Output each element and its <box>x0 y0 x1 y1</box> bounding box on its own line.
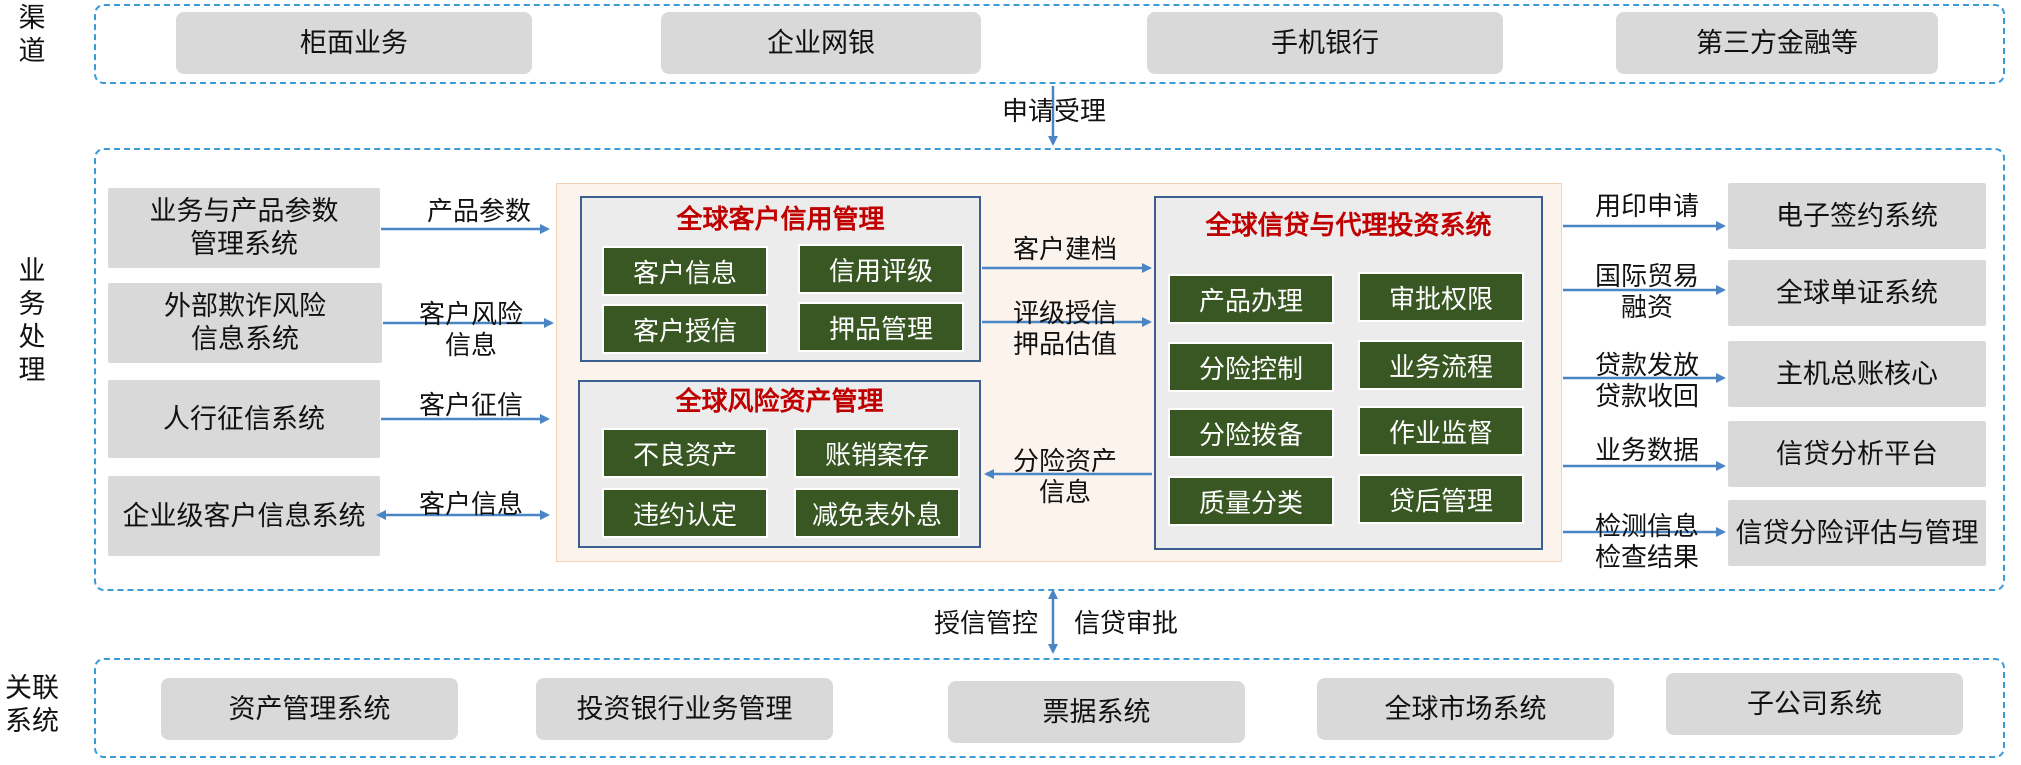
channel-corporate-banking: 企业网银 <box>661 12 981 74</box>
module-bad-assets: 不良资产 <box>602 428 768 478</box>
related-subsidiaries: 子公司系统 <box>1666 673 1963 735</box>
module-default-recognition: 违约认定 <box>602 488 768 538</box>
channel-mobile-banking: 手机银行 <box>1147 12 1503 74</box>
label-credit-control: 授信管控 <box>933 609 1038 639</box>
channel-counter: 柜面业务 <box>176 12 532 74</box>
left-system-customer-info: 企业级客户信息系统 <box>108 476 380 556</box>
label-trade-finance: 国际贸易 融资 <box>1594 262 1699 323</box>
module-collateral-mgmt: 押品管理 <box>798 302 964 352</box>
module-post-loan-mgmt: 贷后管理 <box>1358 474 1524 524</box>
left-system-fraud-risk: 外部欺诈风险 信息系统 <box>108 283 382 363</box>
module-business-process: 业务流程 <box>1358 340 1524 390</box>
label-product-params: 产品参数 <box>426 197 531 227</box>
module-risk-provision: 分险拨备 <box>1168 408 1334 458</box>
module-customer-credit-line: 客户授信 <box>602 304 768 354</box>
related-lane <box>94 658 2005 758</box>
channel-third-party: 第三方金融等 <box>1616 12 1938 74</box>
lane-label-channel: 渠 道 <box>18 3 46 67</box>
right-system-credit-analysis: 信贷分析平台 <box>1728 421 1986 487</box>
left-system-pboc-credit: 人行征信系统 <box>108 380 380 458</box>
module-write-off: 账销案存 <box>794 428 960 478</box>
label-monitoring-info: 检测信息 检查结果 <box>1594 512 1699 573</box>
related-bills: 票据系统 <box>948 681 1245 743</box>
risk-mgmt-frame: 全球风险资产管理 不良资产 账销案存 违约认定 减免表外息 <box>578 380 981 548</box>
channel-lane <box>94 4 2005 84</box>
label-customer-credit: 客户征信 <box>418 391 523 421</box>
module-risk-control: 分险控制 <box>1168 342 1334 392</box>
module-customer-info: 客户信息 <box>602 246 768 296</box>
label-customer-info: 客户信息 <box>418 490 523 520</box>
loan-system-title: 全球信贷与代理投资系统 <box>1205 211 1492 241</box>
label-credit-approval: 信贷审批 <box>1073 609 1178 639</box>
credit-mgmt-frame: 全球客户信用管理 客户信息 信用评级 客户授信 押品管理 <box>580 196 981 362</box>
related-investment-banking: 投资银行业务管理 <box>536 678 833 740</box>
loan-system-frame: 全球信贷与代理投资系统 产品办理 审批权限 分险控制 业务流程 分险拨备 作业监… <box>1154 196 1543 550</box>
right-system-risk-assessment: 信贷分险评估与管理 <box>1728 500 1986 566</box>
label-loan-disburse: 贷款发放 贷款收回 <box>1594 351 1699 412</box>
module-interest-waiver: 减免表外息 <box>794 488 960 538</box>
module-operation-supervision: 作业监督 <box>1358 406 1524 456</box>
lane-label-related: 关联 系统 <box>5 673 59 737</box>
label-customer-filing: 客户建档 <box>1012 235 1117 265</box>
label-rating-credit: 评级授信 押品估值 <box>1012 299 1117 360</box>
lane-label-business: 业 务 处 理 <box>18 256 46 386</box>
credit-mgmt-title: 全球客户信用管理 <box>676 205 885 235</box>
right-system-global-docs: 全球单证系统 <box>1728 260 1986 326</box>
label-customer-risk: 客户风险 信息 <box>418 300 523 361</box>
left-system-product-params: 业务与产品参数 管理系统 <box>108 188 380 268</box>
label-business-data: 业务数据 <box>1594 436 1699 466</box>
label-apply: 申请受理 <box>1001 97 1106 127</box>
risk-mgmt-title: 全球风险资产管理 <box>675 387 884 417</box>
module-product-handling: 产品办理 <box>1168 274 1334 324</box>
module-credit-rating: 信用评级 <box>798 244 964 294</box>
right-system-core-ledger: 主机总账核心 <box>1728 341 1986 407</box>
label-risk-asset-info: 分险资产 信息 <box>1012 447 1117 508</box>
right-system-e-sign: 电子签约系统 <box>1728 183 1986 249</box>
related-asset-mgmt: 资产管理系统 <box>161 678 458 740</box>
module-quality-classification: 质量分类 <box>1168 476 1334 526</box>
related-global-markets: 全球市场系统 <box>1317 678 1614 740</box>
label-seal-apply: 用印申请 <box>1594 192 1699 222</box>
module-approval-authority: 审批权限 <box>1358 272 1524 322</box>
